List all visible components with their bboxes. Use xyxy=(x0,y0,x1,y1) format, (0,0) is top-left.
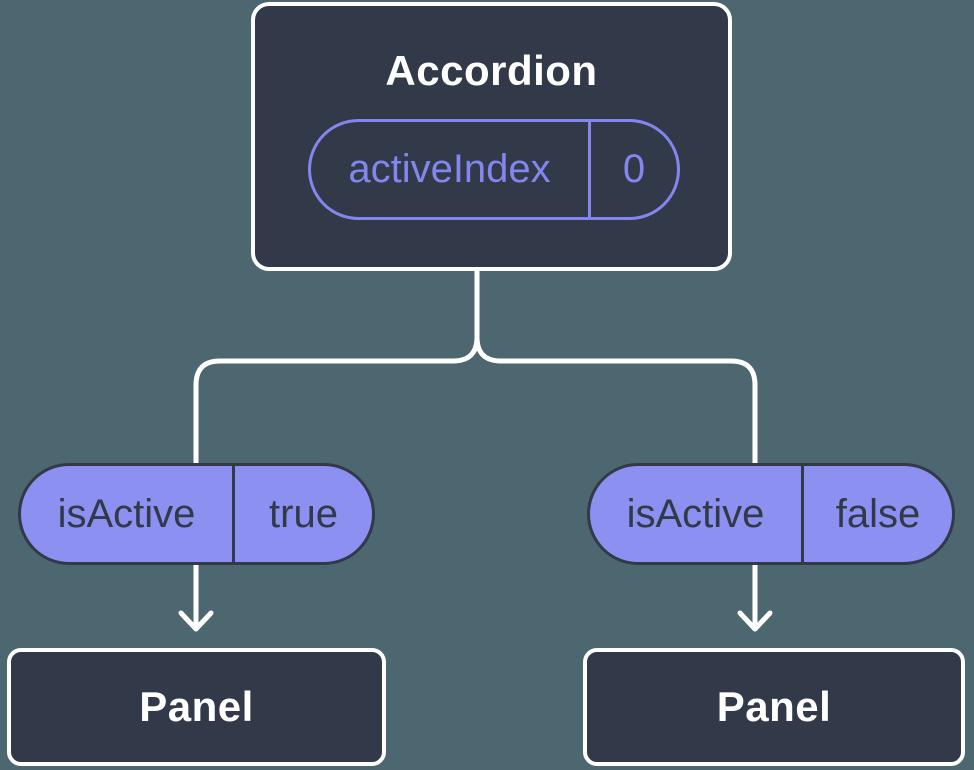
component-node-panel-right: Panel xyxy=(583,648,965,766)
prop-pill-value: true xyxy=(269,491,338,536)
arrowhead-icon-right xyxy=(737,610,773,632)
prop-pill-value: false xyxy=(835,491,921,536)
state-pill-value: 0 xyxy=(622,147,646,191)
component-node-panel-left: Panel xyxy=(7,648,386,766)
prop-pill-left: isActive true xyxy=(18,463,375,565)
component-node-accordion: Accordion activeIndex 0 xyxy=(251,2,732,271)
prop-pill-key: isActive xyxy=(21,466,235,562)
arrowhead-icon-left xyxy=(178,610,214,632)
connector-root-to-right-child xyxy=(474,334,758,628)
state-pill-key: activeIndex xyxy=(311,122,591,217)
node-title: Accordion xyxy=(385,47,598,94)
prop-pill-right: isActive false xyxy=(587,463,955,565)
connector-root-to-left-child xyxy=(193,266,480,628)
state-pill: activeIndex 0 xyxy=(308,119,680,220)
prop-pill-key: isActive xyxy=(590,466,804,562)
